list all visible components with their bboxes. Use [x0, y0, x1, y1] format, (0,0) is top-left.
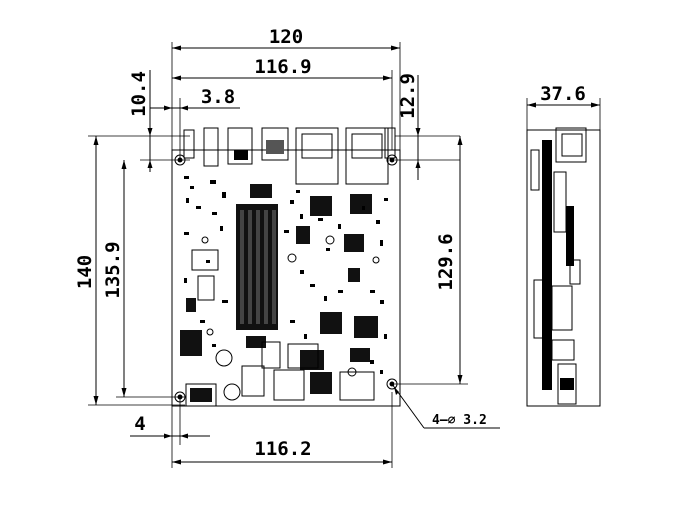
dimension-labels: 120 116.9 3.8 10.4 12.9 140 135.9 129.6 …: [74, 26, 586, 460]
top-connectors: [183, 127, 396, 185]
smd-components: [184, 176, 388, 374]
board-capacitors: [201, 235, 380, 401]
dim-hole-spacing-top: 116.9: [254, 56, 311, 78]
dim-hole-offset-bottom: 4: [134, 413, 145, 435]
dim-hole-spacing-right: 129.6: [435, 233, 457, 290]
dim-overall-height: 140: [74, 255, 96, 289]
dim-side-height: 37.6: [540, 83, 586, 105]
dim-hole-offset-top: 10.4: [128, 71, 150, 117]
memory-module: [236, 204, 278, 330]
mounting-hole-icon: [174, 154, 398, 403]
board-side-view: [526, 127, 601, 407]
board-top-view: [171, 127, 401, 407]
dim-overall-width: 120: [269, 26, 303, 48]
dim-hole-offset-left: 3.8: [201, 86, 235, 108]
dim-hole-spacing-bottom: 116.2: [254, 438, 311, 460]
dimension-lines: [88, 42, 601, 468]
dim-hole-spacing-left: 135.9: [102, 241, 124, 298]
hole-callout: 4—∅ 3.2: [432, 413, 487, 428]
board-chips: [180, 184, 378, 407]
dim-hole-offset-right: 12.9: [397, 73, 419, 119]
